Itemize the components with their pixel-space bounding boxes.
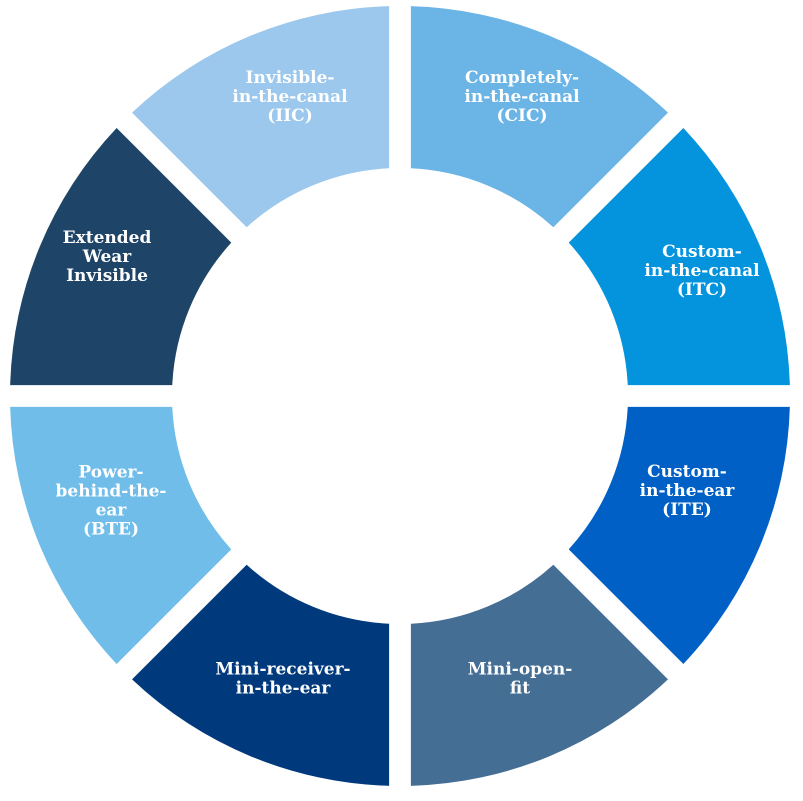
segment-mini-ric-shape: [132, 564, 390, 786]
segment-power-bte-shape: [10, 406, 232, 664]
segment-itc-shape: [568, 128, 790, 386]
segment-cic: Completely-in-the-canal(CIC): [410, 6, 668, 228]
segment-mini-ric-label: Mini-receiver-in-the-ear: [215, 660, 350, 699]
segment-ite-shape: [568, 406, 790, 664]
segment-power-bte: Power-behind-the-ear(BTE): [10, 406, 232, 664]
segment-label-line: behind-the-: [56, 482, 167, 502]
segment-label-line: Invisible: [66, 266, 148, 286]
segment-label-line: Mini-open-: [468, 660, 573, 680]
segment-label-line: Completely-: [465, 68, 579, 88]
segment-label-line: (IIC): [267, 106, 313, 126]
segment-mini-open-fit-shape: [410, 564, 668, 786]
segment-label-line: in-the-canal: [644, 261, 760, 281]
segment-itc: Custom-in-the-canal(ITC): [568, 128, 790, 386]
segment-ite: Custom-in-the-ear(ITE): [568, 406, 790, 664]
segment-cic-label: Completely-in-the-canal(CIC): [464, 68, 580, 126]
segment-mini-ric: Mini-receiver-in-the-ear: [132, 564, 390, 786]
segment-label-line: in-the-ear: [236, 679, 332, 699]
segment-label-line: ear: [96, 501, 128, 521]
segment-iic: Invisible-in-the-canal(IIC): [132, 6, 390, 228]
segment-label-line: in-the-ear: [640, 481, 736, 501]
segment-mini-open-fit: Mini-open-fit: [410, 564, 668, 786]
segment-itc-label: Custom-in-the-canal(ITC): [644, 242, 760, 300]
segment-label-line: fit: [510, 679, 530, 699]
segment-iic-label: Invisible-in-the-canal(IIC): [232, 68, 348, 126]
segment-label-line: Mini-receiver-: [215, 660, 350, 680]
segment-label-line: Power-: [78, 463, 143, 483]
segment-label-line: Wear: [82, 247, 133, 267]
segment-iic-shape: [132, 6, 390, 228]
segment-label-line: Extended: [63, 228, 152, 248]
segment-ite-label: Custom-in-the-ear(ITE): [640, 462, 736, 520]
segment-extended-wear-shape: [10, 128, 232, 386]
segment-mini-open-fit-label: Mini-open-fit: [468, 660, 573, 699]
segment-cic-shape: [410, 6, 668, 228]
segment-power-bte-label: Power-behind-the-ear(BTE): [56, 463, 167, 540]
segment-label-line: in-the-canal: [232, 87, 348, 107]
segment-label-line: in-the-canal: [464, 87, 580, 107]
segment-label-line: (ITE): [662, 500, 712, 520]
segment-label-line: (CIC): [496, 106, 547, 126]
segment-label-line: (ITC): [677, 280, 727, 300]
segment-label-line: (BTE): [83, 520, 139, 540]
segment-label-line: Custom-: [662, 242, 742, 262]
segment-label-line: Invisible-: [246, 68, 335, 88]
segment-label-line: Custom-: [647, 462, 727, 482]
